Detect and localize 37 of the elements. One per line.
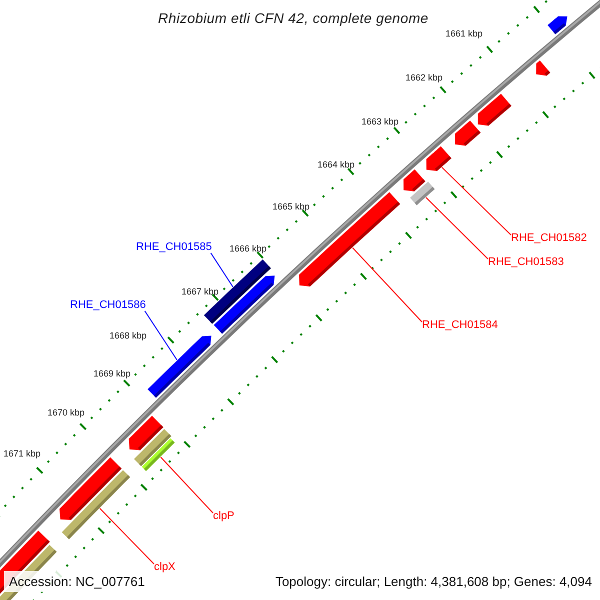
genome-info-label: Topology: circular; Length: 4,381,608 bp; Genes: 4,094 — [275, 573, 592, 590]
gene-feature — [148, 336, 212, 398]
leader-line — [441, 166, 512, 236]
leader-line — [99, 508, 154, 564]
gene-label: RHE_CH01586 — [70, 299, 146, 312]
scale-label: 1669 kbp — [93, 368, 131, 380]
gene-label: RHE_CH01584 — [422, 319, 498, 332]
gene-bar — [410, 182, 435, 206]
scale-label: 1665 kbp — [272, 202, 310, 212]
leader-line — [210, 252, 234, 288]
leader-line — [144, 310, 178, 360]
gene-label: clpX — [154, 561, 176, 574]
scale-label: 1663 kbp — [361, 116, 399, 128]
leader-line — [352, 247, 422, 322]
gene-label: RHE_CH01582 — [511, 232, 587, 245]
gene-feature — [548, 16, 568, 34]
gene-bar — [142, 438, 175, 471]
leader-line — [160, 456, 214, 514]
scale-label: 1666 kbp — [229, 244, 267, 254]
gene-label: RHE_CH01585 — [136, 241, 212, 254]
gene-feature — [426, 146, 452, 171]
map-title: Rhizobium etli CFN 42, complete genome — [158, 9, 429, 28]
leader-line — [426, 197, 488, 260]
gene-bar — [62, 470, 130, 540]
gene-feature — [404, 169, 426, 192]
gene-feature — [455, 120, 481, 146]
gene-feature — [478, 94, 512, 126]
gene-feature — [536, 60, 550, 76]
scale-label: 1662 kbp — [405, 72, 443, 84]
scale-label: 1661 kbp — [445, 28, 483, 40]
scale-label: 1671 kbp — [3, 448, 41, 460]
gene-label: RHE_CH01583 — [488, 256, 564, 269]
scale-label: 1664 kbp — [317, 160, 355, 170]
scale-label: 1668 kbp — [109, 330, 147, 342]
scale-label: 1670 kbp — [47, 408, 85, 418]
gene-label: clpP — [213, 510, 234, 523]
scale-label: 1667 kbp — [181, 286, 219, 298]
